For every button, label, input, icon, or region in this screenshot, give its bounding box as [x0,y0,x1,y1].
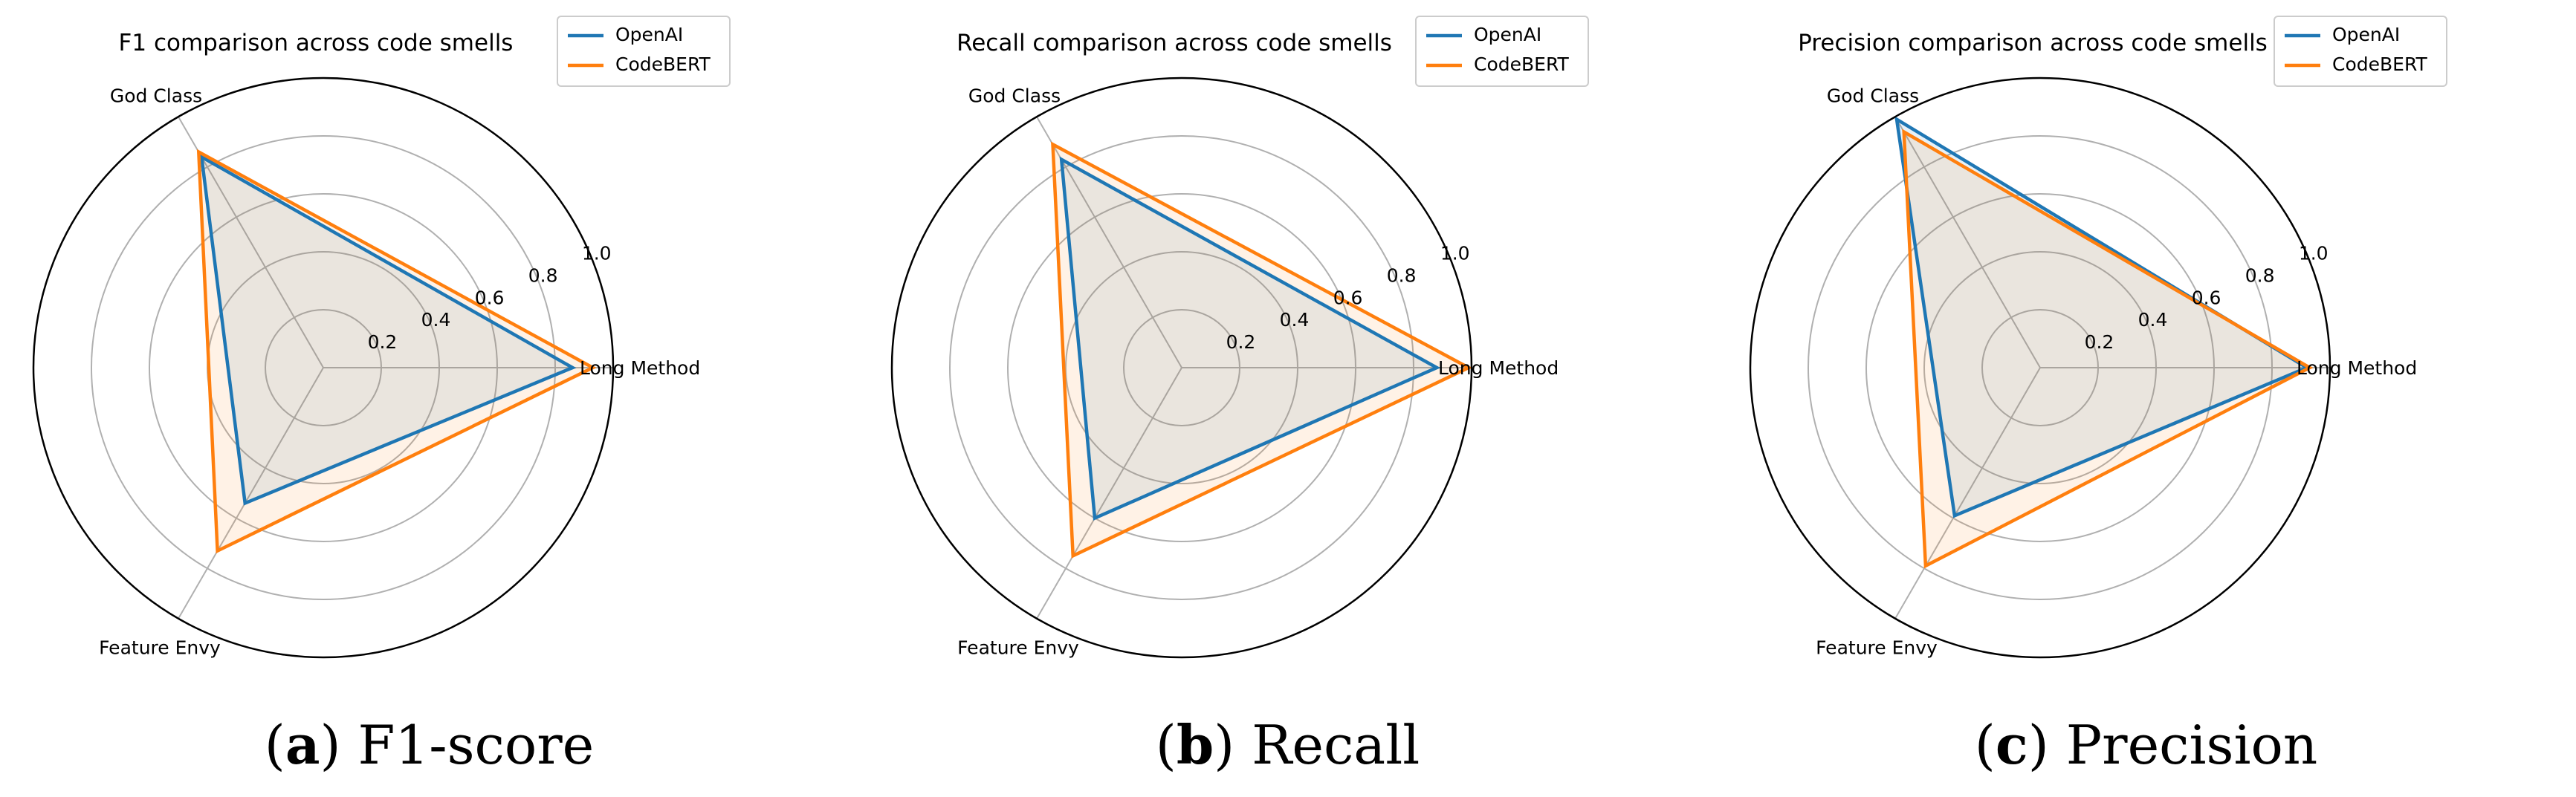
radial-tick-label: 0.8 [528,265,558,287]
axis-spoke [1894,367,2041,619]
chart-title: Precision comparison across code smells [1798,30,2268,56]
radial-tick-label: 0.2 [368,331,398,353]
caption-text: Precision [2048,714,2318,776]
polar-frame [890,77,1473,659]
caption-letter: (a) [264,713,341,776]
subfigure-caption: (b) Recall [858,713,1717,776]
axis-label: Feature Envy [99,637,221,658]
radial-tick-label: 1.0 [1440,243,1470,264]
axis-label: God Class [968,85,1061,107]
radial-tick-label: 0.6 [1333,287,1363,308]
series-line-codebert [196,149,597,554]
chart-title: F1 comparison across code smells [119,30,514,56]
radial-tick-label: 0.4 [1280,309,1310,331]
axis-spoke [1894,116,2041,368]
polar-frame [32,77,615,659]
legend-label: CodeBERT [1474,53,1570,75]
subfigure-caption: (a) F1-score [0,713,858,776]
radial-tick-label: 0.4 [421,309,451,331]
axis-label: Long Method [1438,357,1559,379]
axis-label: God Class [1827,85,1919,107]
axis-label: Long Method [580,357,700,379]
polar-frame [1749,77,2331,659]
radial-tick-label: 0.2 [2085,331,2114,353]
caption-letter: (c) [1974,713,2049,776]
radial-tick-label: 1.0 [2299,243,2329,264]
series-line-codebert [1051,141,1473,559]
legend-label: CodeBERT [615,53,711,75]
radial-tick-label: 0.6 [2192,287,2221,308]
axis-label: Long Method [2297,357,2417,379]
radial-tick-label: 0.2 [1226,331,1256,353]
legend-label: OpenAI [615,24,683,45]
radial-tick-label: 0.8 [2245,265,2275,287]
series-line-openai [1894,116,2311,518]
axis-label: Feature Envy [1816,637,1938,658]
series-area-codebert [198,152,593,551]
legend: OpenAI CodeBERT [557,16,731,87]
legend: OpenAI CodeBERT [1415,16,1589,87]
radial-tick-label: 0.4 [2138,309,2168,331]
caption-text: Recall [1234,714,1420,776]
axis-spoke [178,367,324,619]
series-area-openai [1897,119,2307,516]
axis-label: God Class [110,85,202,107]
series-area-codebert [1903,131,2310,566]
series-area-openai [201,157,573,504]
radial-tick-label: 0.8 [1387,265,1417,287]
legend-label: OpenAI [1474,24,1541,45]
caption-text: F1-score [340,714,595,776]
subfigure-caption: (c) Precision [1717,713,2575,776]
legend-label: CodeBERT [2332,53,2428,75]
legend: OpenAI CodeBERT [2274,16,2447,87]
axis-label: Feature Envy [957,637,1079,658]
series-line-openai [199,154,577,506]
series-line-openai [1059,156,1441,521]
axis-spoke [1036,367,1182,619]
series-line-codebert [1902,129,2314,569]
series-area-codebert [1052,144,1469,556]
legend-label: OpenAI [2332,24,2400,45]
chart-title: Recall comparison across code smells [957,30,1392,56]
caption-letter: (b) [1155,713,1235,776]
radial-tick-label: 0.6 [475,287,505,308]
series-area-openai [1061,159,1437,518]
radial-tick-label: 1.0 [582,243,612,264]
